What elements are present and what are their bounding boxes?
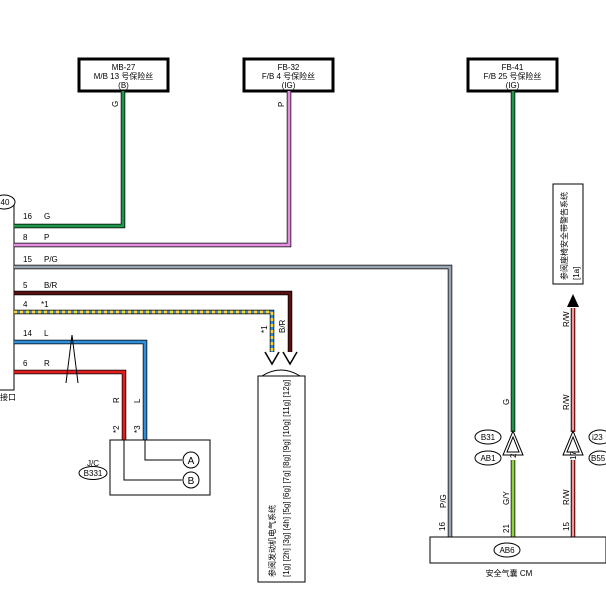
pin-color-14: L: [44, 329, 49, 338]
pin-num-15: 15: [23, 255, 32, 264]
pin-num-6: 6: [23, 359, 28, 368]
wire-star1-arrow: [264, 351, 280, 366]
wire-crossing-symbol: [65, 334, 79, 384]
airbag-pin-21: 21: [502, 524, 511, 533]
pin-num-5: 5: [23, 281, 28, 290]
left-connector-id-badge: [0, 194, 16, 210]
fuse-fb41-id: FB-41: [502, 63, 524, 72]
connector-b55-badge: [588, 450, 606, 466]
left-connector-id: 40: [1, 198, 10, 207]
wire-label-rw-3: R/W: [562, 489, 571, 505]
inline-connector-i23-b55: 17: [562, 429, 584, 460]
engine-ref-box: 参阅发动机电气系统 [1g] [2h] [3g] [4h] [5g] [6g] …: [257, 375, 306, 583]
wire-r: [14, 369, 127, 440]
inline-connector-pin-17: 17: [569, 451, 578, 460]
connector-b31-id: B31: [481, 433, 496, 442]
wire-pg: [14, 264, 453, 537]
wire-label-g-fb41: G: [502, 399, 511, 405]
note-star1-vertical: *1: [260, 325, 269, 333]
fuse-mb27-id: MB-27: [112, 63, 136, 72]
pin-num-8: 8: [23, 233, 28, 242]
fuse-fb32-name: F/B 4 号保险丝: [262, 71, 315, 81]
fuse-fb32-type: (IG): [282, 81, 296, 90]
seatbelt-arrow: [567, 294, 579, 307]
airbag-cm-label: 安全气囊 CM: [486, 568, 533, 578]
engine-ref-arc: [261, 369, 301, 377]
wire-p-fb32: [14, 91, 292, 248]
left-connector: 40 接口: [0, 194, 16, 402]
jc-terminal-b: [182, 471, 200, 489]
seatbelt-ref-text-2: [1a]: [572, 267, 581, 280]
jc-id: B331: [84, 469, 103, 478]
wire-label-rw-1: R/W: [562, 311, 571, 327]
wire-br-arrow: [282, 351, 298, 366]
pin-num-14: 14: [23, 329, 32, 338]
wire-g-mb27: [14, 91, 126, 229]
jc-note-r: *2: [112, 425, 121, 433]
inline-connector-b31-ab1: 2: [502, 429, 524, 458]
jc-note-l: *3: [133, 425, 142, 433]
connector-i23-badge: [588, 429, 606, 445]
pin-num-16: 16: [23, 212, 32, 221]
pin-color-15: P/G: [44, 255, 58, 264]
pin-color-6: R: [44, 359, 50, 368]
jc-wire-r-label: R: [112, 397, 121, 403]
fuse-fb41-name: F/B 25 号保险丝: [484, 71, 542, 81]
junction-connector: A B: [109, 439, 211, 496]
fuse-mb27: MB-27 M/B 13 号保险丝 (B): [77, 57, 170, 93]
pin-color-16: G: [44, 212, 50, 221]
airbag-connector-badge: [493, 542, 521, 558]
wire-label-gy: G/Y: [502, 491, 511, 505]
fuse-fb32: FB-32 F/B 4 号保险丝 (IG): [242, 57, 335, 93]
pin-color-4: *1: [41, 300, 49, 309]
connector-b31-badge: [474, 429, 502, 445]
pin-color-8: P: [44, 233, 49, 242]
inline-connector-pin-2: 2: [509, 453, 518, 458]
engine-ref-text-2: [1g] [2h] [3g] [4h] [5g] [6g] [7g] [8g] …: [282, 380, 291, 577]
connector-ab1-badge: [474, 450, 502, 466]
wire-label-p-fb32: P: [277, 102, 286, 107]
pin-color-5: B/R: [44, 281, 58, 290]
connector-i23-id: i23: [592, 433, 603, 442]
jc-terminal-a-label: A: [188, 456, 195, 467]
connector-ab1-id: AB1: [480, 454, 496, 463]
wire-label-pg-vertical: P/G: [439, 494, 448, 508]
engine-ref-text-1: 参阅发动机电气系统: [267, 505, 277, 577]
fuse-fb32-id: FB-32: [278, 63, 300, 72]
airbag-control-module: AB6: [429, 536, 606, 564]
jc-wire-l-label: L: [133, 398, 142, 403]
airbag-pin-15: 15: [562, 522, 571, 531]
jc-id-badge: [78, 466, 108, 480]
fuse-fb41: FB-41 F/B 25 号保险丝 (IG): [466, 57, 559, 93]
fuse-mb27-type: (B): [118, 81, 129, 90]
wire-label-g-mb27: G: [111, 101, 120, 107]
jc-label: J/C: [87, 459, 99, 468]
seatbelt-ref-box: 参阅座椅安全带警告系统 [1a]: [552, 183, 584, 285]
fuse-fb41-type: (IG): [506, 81, 520, 90]
jc-terminal-b-label: B: [188, 476, 195, 487]
fuse-mb27-name: M/B 13 号保险丝: [94, 71, 154, 81]
airbag-connector-id: AB6: [499, 546, 515, 555]
seatbelt-ref-text-1: 参阅座椅安全带警告系统: [559, 192, 569, 280]
left-connector-label: 接口: [0, 392, 16, 402]
wire-label-rw-2: R/W: [562, 394, 571, 410]
jc-terminal-a: [182, 451, 200, 469]
connector-b55-id: B55: [591, 454, 606, 463]
pin-num-4: 4: [23, 300, 28, 309]
wire-label-br-vertical: B/R: [278, 319, 287, 333]
airbag-pin-16: 16: [438, 522, 447, 531]
